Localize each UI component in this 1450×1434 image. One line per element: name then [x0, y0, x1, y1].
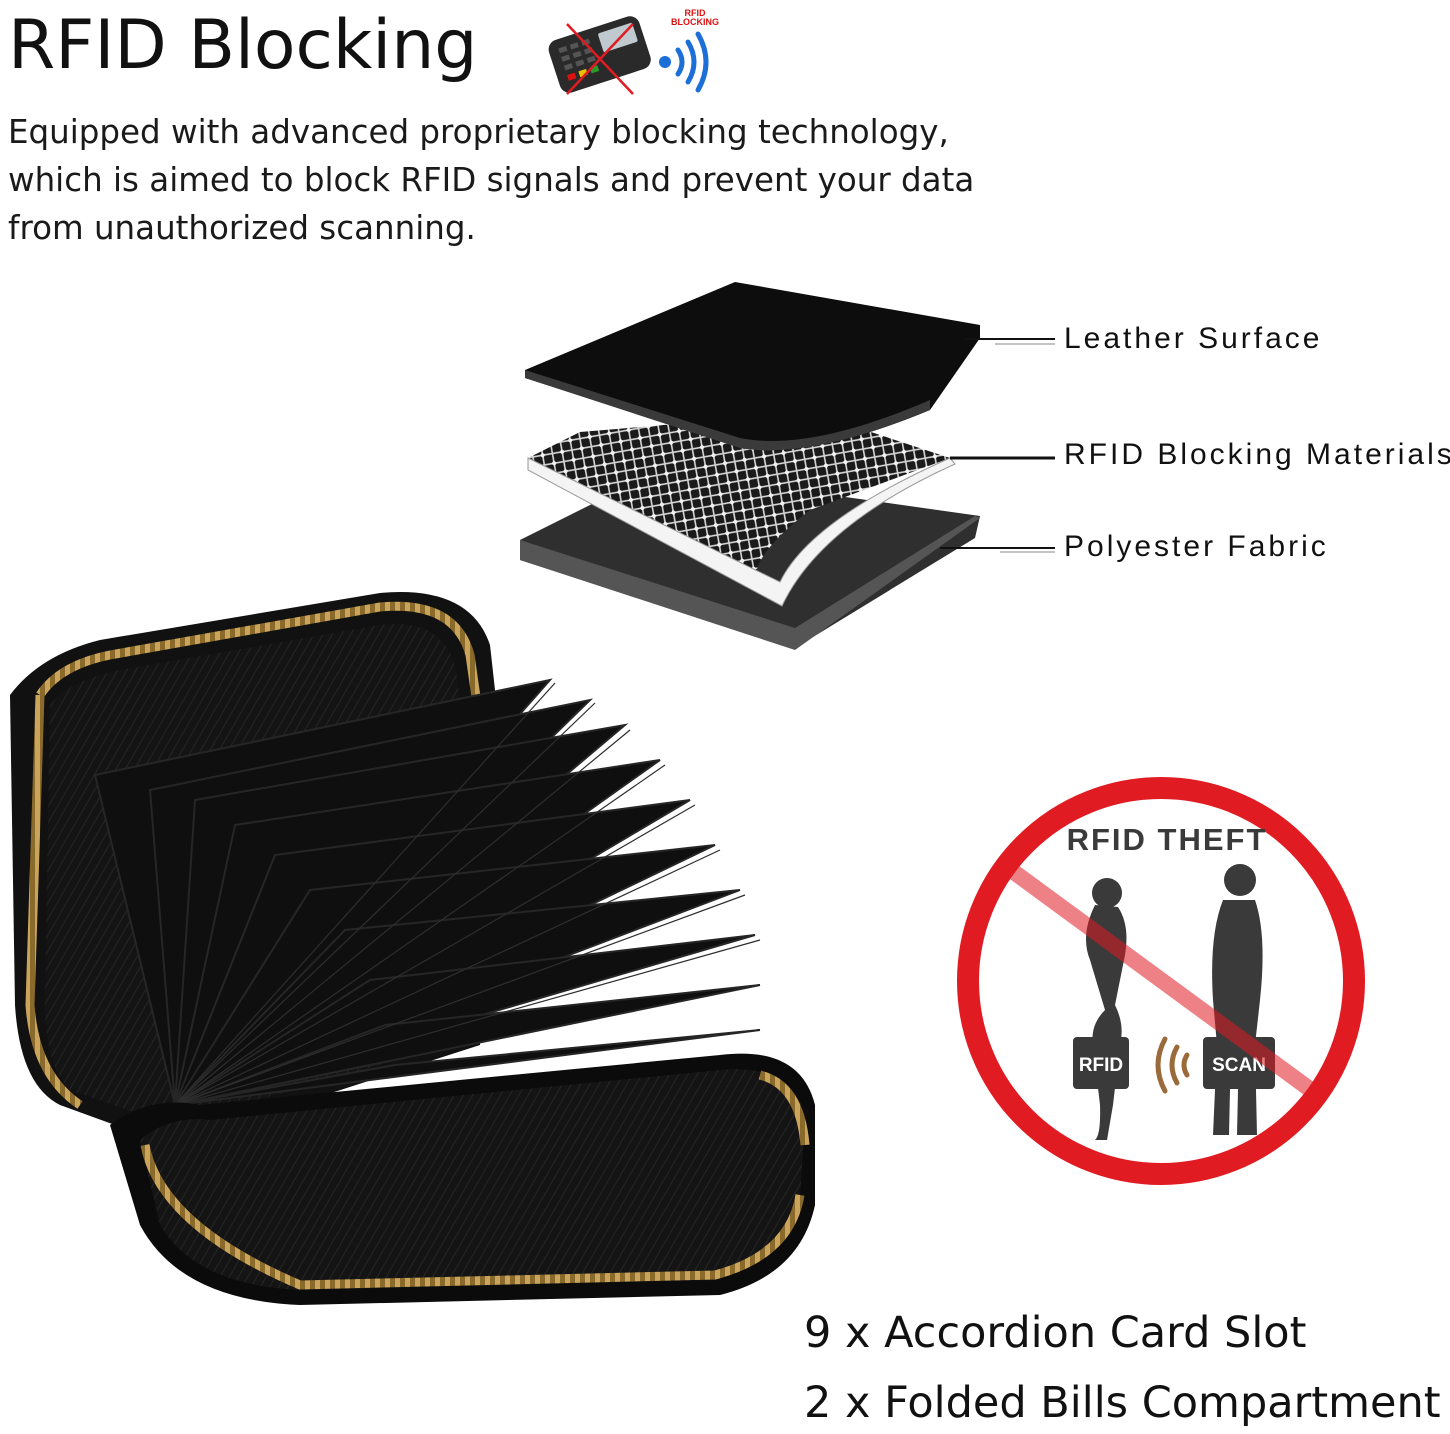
theft-title: RFID THEFT	[1067, 822, 1268, 857]
right-bag-label: SCAN	[1212, 1055, 1266, 1076]
feature-card-slots: 9 x Accordion Card Slot	[804, 1308, 1307, 1358]
layer-label-polyester: Polyester Fabric	[1064, 530, 1329, 563]
wireless-signal-icon	[650, 28, 720, 98]
card-reader-icon: RFID BLOCKING	[545, 2, 725, 102]
page-title: RFID Blocking	[8, 6, 478, 85]
wallet-image	[0, 585, 830, 1315]
left-bag-label: RFID	[1079, 1055, 1123, 1076]
layer-label-leather: Leather Surface	[1064, 322, 1323, 355]
layer-label-rfid: RFID Blocking Materials	[1064, 438, 1450, 471]
feature-bills-compartment: 2 x Folded Bills Compartment	[804, 1378, 1441, 1428]
description-line: from unauthorized scanning.	[8, 209, 476, 247]
badge-line-2: BLOCKING	[671, 17, 719, 27]
rfid-theft-prohibited-icon: RFID THEFT RFID SCAN	[955, 775, 1367, 1187]
description: Equipped with advanced proprietary block…	[8, 108, 975, 252]
description-line: which is aimed to block RFID signals and…	[8, 161, 975, 199]
layer-diagram	[510, 270, 1070, 660]
badge-line-1: RFID	[685, 8, 706, 18]
description-line: Equipped with advanced proprietary block…	[8, 113, 949, 151]
